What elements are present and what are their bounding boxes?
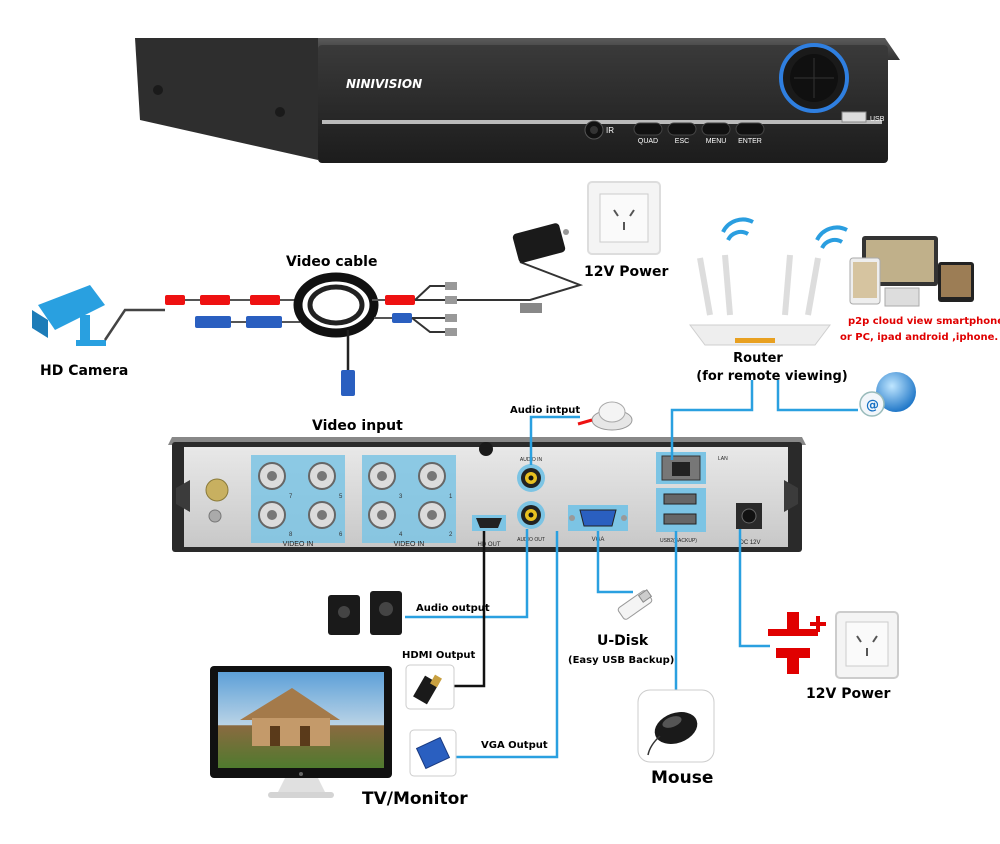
video-cable-label: Video cable bbox=[286, 254, 377, 270]
quad-button[interactable] bbox=[633, 122, 663, 136]
internet-globe-icon: @ bbox=[859, 372, 916, 417]
usb-ports[interactable] bbox=[656, 488, 706, 532]
svg-text:QUAD: QUAD bbox=[638, 138, 658, 145]
power-adapter-icon bbox=[512, 223, 569, 263]
hdmi-connector-icon bbox=[405, 664, 455, 710]
monitor-icon bbox=[210, 666, 392, 798]
hdmi-line bbox=[454, 531, 486, 688]
lan-label: LAN bbox=[718, 456, 728, 462]
video-in-label-2: VIDEO IN bbox=[394, 541, 425, 548]
vga-port[interactable] bbox=[568, 505, 628, 531]
svg-text:7: 7 bbox=[289, 494, 293, 500]
vga-out-line bbox=[456, 531, 559, 759]
udisk-icon bbox=[617, 589, 653, 620]
wall-outlet-bottom-icon bbox=[835, 611, 899, 679]
power-bottom-label: 12V Power bbox=[806, 686, 890, 702]
wall-outlet-top-icon bbox=[587, 181, 661, 255]
menu-button[interactable] bbox=[701, 122, 731, 136]
udisk-line bbox=[596, 531, 633, 594]
svg-text:2: 2 bbox=[449, 532, 453, 538]
svg-text:1: 1 bbox=[449, 494, 453, 500]
audio-output-label: Audio output bbox=[416, 603, 490, 614]
power-line bbox=[738, 529, 770, 648]
svg-text:NINIVISION: NINIVISION bbox=[346, 77, 422, 91]
lan-port[interactable] bbox=[656, 452, 706, 484]
audio-in-port[interactable] bbox=[517, 464, 545, 492]
enter-button[interactable] bbox=[735, 122, 765, 136]
hd-out-label: HD OUT bbox=[478, 542, 501, 548]
udisk-sub-label: (Easy USB Backup) bbox=[568, 655, 674, 666]
audio-out-port[interactable] bbox=[517, 501, 545, 529]
p2p-line-1: p2p cloud view smartphone bbox=[848, 316, 1000, 327]
audio-out-label: AUDIO OUT bbox=[517, 537, 545, 543]
speakers-icon bbox=[328, 591, 402, 635]
video-input-label: Video input bbox=[312, 418, 403, 434]
video-cable bbox=[165, 261, 584, 396]
svg-text:@: @ bbox=[866, 398, 879, 413]
svg-text:4: 4 bbox=[399, 532, 403, 538]
esc-button[interactable] bbox=[667, 122, 697, 136]
microphone-icon bbox=[577, 401, 633, 431]
tv-monitor-label: TV/Monitor bbox=[362, 789, 468, 809]
ir-sensor: IR bbox=[584, 120, 614, 140]
udisk-label: U-Disk bbox=[597, 633, 649, 649]
svg-text:MENU: MENU bbox=[706, 138, 727, 145]
dvr-back-panel: 7 5 8 6 VIDEO IN 3 1 4 2 VIDEO IN HD OUT bbox=[168, 437, 806, 552]
power-top-label: 12V Power bbox=[584, 264, 668, 280]
svg-text:8: 8 bbox=[289, 532, 293, 538]
svg-text:IR: IR bbox=[606, 126, 614, 135]
front-buttons: QUAD ESC MENU ENTER bbox=[633, 122, 765, 145]
hd-camera-label: HD Camera bbox=[40, 363, 128, 379]
video-in-group-1: 7 5 8 6 bbox=[251, 455, 345, 543]
front-usb-port[interactable]: USB bbox=[841, 111, 885, 123]
devices-icon bbox=[849, 236, 974, 307]
hd-camera-icon bbox=[32, 285, 106, 346]
dc-power-port[interactable] bbox=[736, 503, 762, 529]
video-in-group-2: 3 1 4 2 bbox=[362, 455, 456, 543]
router-sub-label: (for remote viewing) bbox=[696, 369, 847, 384]
router-internet-line bbox=[776, 380, 858, 412]
audio-out-line bbox=[405, 529, 529, 619]
battery-symbol-icon bbox=[768, 612, 826, 674]
svg-text:ESC: ESC bbox=[675, 138, 689, 145]
hdmi-output-label: HDMI Output bbox=[402, 650, 476, 661]
vga-connector-icon bbox=[409, 729, 457, 777]
dvr-logo: NINIVISION bbox=[346, 77, 422, 91]
svg-text:ENTER: ENTER bbox=[738, 138, 762, 145]
dvr-power-button[interactable] bbox=[779, 43, 849, 113]
video-in-label-1: VIDEO IN bbox=[283, 541, 314, 548]
p2p-line-2: or PC, ipad android ,iphone. bbox=[840, 332, 998, 343]
router-lan-line bbox=[670, 380, 754, 460]
audio-input-label: Audio intput bbox=[510, 405, 580, 416]
router-label: Router bbox=[733, 351, 783, 366]
svg-text:5: 5 bbox=[339, 494, 343, 500]
dvr-front-unit: NINIVISION IR QUAD ESC MENU ENTER USB bbox=[135, 38, 900, 163]
router-icon bbox=[689, 217, 848, 346]
svg-text:6: 6 bbox=[339, 532, 343, 538]
svg-text:3: 3 bbox=[399, 494, 403, 500]
hdmi-port[interactable] bbox=[472, 515, 506, 531]
dc-12v-label: DC 12V bbox=[739, 540, 760, 546]
connection-lines bbox=[405, 380, 858, 759]
camera-cable bbox=[103, 308, 165, 341]
usb-backup-label: USB2(BACKUP) bbox=[660, 538, 697, 544]
vga-output-label: VGA Output bbox=[481, 740, 548, 751]
audio-in-line bbox=[529, 415, 580, 465]
mouse-icon bbox=[637, 689, 715, 763]
mouse-label: Mouse bbox=[651, 768, 713, 788]
svg-text:USB: USB bbox=[870, 116, 885, 123]
